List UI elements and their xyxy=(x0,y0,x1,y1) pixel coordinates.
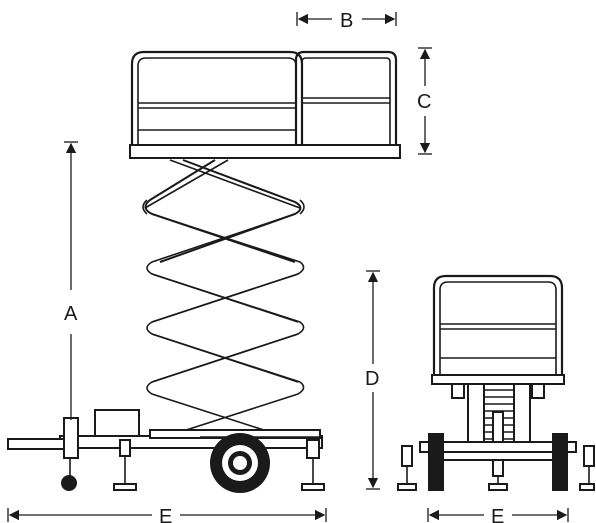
dimension-E-front xyxy=(427,508,569,522)
platform-guardrail xyxy=(130,50,304,146)
dimension-A-label: A xyxy=(64,303,78,325)
front-wheels xyxy=(428,433,568,491)
front-scissor-stack xyxy=(451,383,545,443)
chassis xyxy=(7,409,323,450)
dimension-B-label: B xyxy=(340,10,353,32)
scissor-arms xyxy=(142,159,305,433)
tow-caster xyxy=(61,417,79,491)
dimension-E-side-label: E xyxy=(159,506,172,523)
dimension-C xyxy=(418,47,432,155)
dimension-A xyxy=(64,141,78,420)
front-deck xyxy=(431,374,565,385)
outrigger-right xyxy=(301,439,325,491)
front-view xyxy=(397,274,595,491)
front-guardrail xyxy=(432,274,564,376)
dimension-D xyxy=(366,270,380,490)
platform-extension xyxy=(294,50,398,148)
dimension-E-front-label: E xyxy=(491,506,504,523)
front-outriggers xyxy=(397,445,595,491)
front-axle xyxy=(441,451,555,461)
dimension-E-side xyxy=(7,508,327,522)
side-view xyxy=(7,50,401,493)
dimension-D-label: D xyxy=(365,368,379,390)
dimension-C-label: C xyxy=(417,91,431,113)
dimension-B xyxy=(296,12,397,26)
wheel xyxy=(210,433,270,493)
outrigger-left xyxy=(113,439,137,491)
platform-deck xyxy=(129,144,401,159)
